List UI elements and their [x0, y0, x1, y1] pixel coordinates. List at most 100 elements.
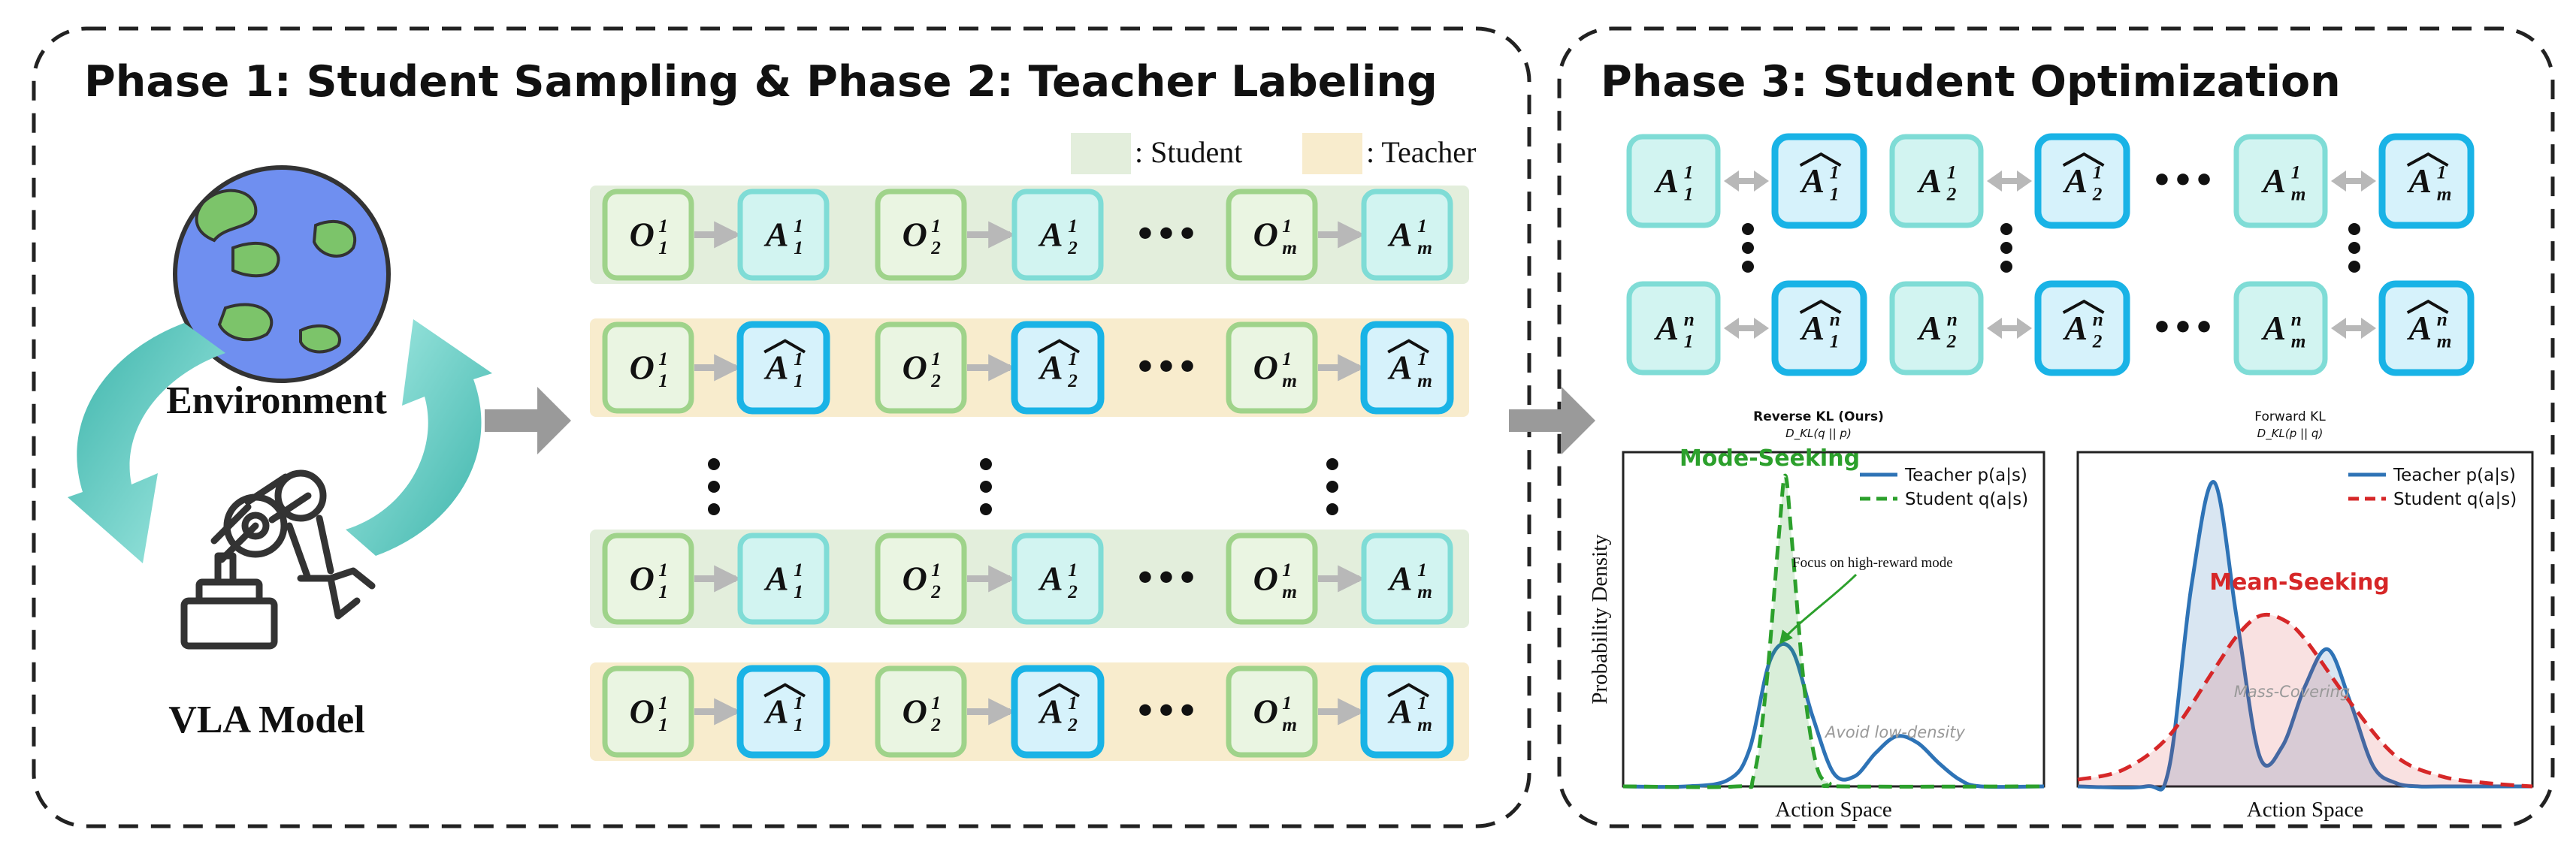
token-label-sub: 1 [658, 581, 668, 602]
legend-student-label: : Student [1135, 135, 1242, 169]
token-label-sub: m [1417, 581, 1432, 602]
pair-arrow-head-left [1987, 170, 2002, 192]
series-line-1 [1622, 473, 2045, 789]
teacher-token-label-sub: 2 [2092, 183, 2103, 204]
row-horizontal-ellipsis: ••• [1135, 560, 1198, 598]
teacher-token-label-hat [2062, 299, 2105, 315]
annotation-arrow [1779, 573, 1858, 644]
student-token-label-sup: n [1684, 309, 1695, 330]
student-action-token-box [2233, 134, 2328, 228]
teacher-token-label-hat [2406, 299, 2449, 315]
token-label: O [630, 216, 655, 254]
legend-label: Student q(a|s) [2393, 490, 2517, 509]
legend-label: Teacher p(a|s) [2393, 466, 2516, 485]
student-token-label-sub: 1 [1684, 330, 1694, 352]
teacher-token-label-hat [2062, 152, 2105, 167]
token-label-sub: m [1417, 714, 1432, 735]
x-axis-label: Action Space [1775, 798, 1891, 822]
token-label-sub: m [1417, 370, 1432, 391]
robot-arm-icon [180, 469, 376, 650]
token-label-sup: 1 [1417, 216, 1427, 237]
token-label-sup: 1 [1417, 349, 1427, 370]
pair-horizontal-ellipsis: ••• [2151, 309, 2215, 347]
token-label-sub: 2 [930, 581, 941, 602]
environment-globe-icon [173, 165, 391, 383]
token-label: A [1387, 560, 1413, 598]
annotation-mass-covering: Mass-Covering [2234, 683, 2350, 701]
token-label-sub: 2 [1067, 370, 1078, 391]
student-token-label: A [1653, 161, 1679, 200]
teacher-token-label: A [1799, 309, 1825, 347]
token-label: A [1387, 216, 1413, 254]
observation-token-box [602, 665, 694, 758]
teacher-token-label-sup: 1 [2093, 161, 2103, 183]
token-label: O [903, 349, 927, 387]
chart-title: Forward KL [2254, 409, 2326, 424]
student-token-label: A [1916, 309, 1942, 347]
teacher-token-label-sub: 2 [2092, 330, 2103, 352]
pair-horizontal-ellipsis: ••• [2151, 161, 2215, 200]
token-label-sup: 1 [931, 693, 941, 714]
token-label-sup: 1 [1417, 560, 1427, 581]
token-label-sub: 2 [1067, 714, 1078, 735]
observation-token-box [1226, 321, 1318, 414]
observation-token-box [602, 189, 694, 281]
token-label-sub: m [1417, 237, 1432, 258]
pair-arrow-head-right [1754, 170, 1769, 192]
legend-teacher-label: : Teacher [1366, 135, 1476, 169]
legend-teacher-swatch [1302, 133, 1362, 174]
token-label-sup: 1 [658, 349, 668, 370]
series-area-fill [2078, 481, 2532, 790]
observation-token-box [602, 533, 694, 625]
token-label-sup: 1 [658, 216, 668, 237]
teacher-token-label: A [1799, 161, 1825, 200]
series-line-0 [1622, 641, 2045, 789]
token-label-sub: 2 [1067, 237, 1078, 258]
annotation-mean-seeking: Mean-Seeking [2209, 569, 2390, 596]
student-token-label-sup: n [2291, 309, 2302, 330]
pair-arrow-head-left [1724, 318, 1739, 339]
teacher-token-label-sup: n [2093, 309, 2103, 330]
chart-subtitle: D_KL(q || p) [1785, 427, 1852, 441]
token-label-sup: 1 [658, 560, 668, 581]
teacher-token-label-sub: 1 [1830, 330, 1840, 352]
token-label: A [1387, 349, 1413, 387]
teacher-action-token-box [2378, 280, 2475, 376]
series-line-1 [2077, 612, 2533, 789]
token-label-sup: 1 [1068, 693, 1078, 714]
token-label: O [1253, 560, 1278, 598]
observation-token-box [875, 665, 967, 758]
token-label-sup: 1 [931, 216, 941, 237]
pair-arrow-head-left [2331, 170, 2346, 192]
token-label: O [1253, 693, 1278, 731]
student-action-token-box [2233, 281, 2328, 376]
token-label-hat [763, 683, 806, 698]
series-line-0 [2077, 480, 2532, 792]
legend-label: Student q(a|s) [1905, 490, 2028, 509]
vla-model-label: VLA Model [168, 699, 364, 741]
teacher-action-token-box [1360, 665, 1454, 759]
teacher-action-token-box [1771, 133, 1867, 229]
token-label-hat [1038, 683, 1081, 698]
token-label: O [1253, 216, 1278, 254]
observation-token-box [1226, 533, 1318, 625]
phase3-title: Phase 3: Student Optimization [1601, 57, 2341, 107]
token-label-sup: 1 [931, 560, 941, 581]
teacher-action-token-box [1360, 321, 1454, 415]
pair-vertical-ellipsis-icon [1742, 223, 2360, 273]
environment-label: Environment [166, 379, 387, 422]
token-label-sup: 1 [1282, 560, 1292, 581]
token-label: A [1038, 693, 1063, 731]
teacher-token-label: A [2406, 309, 2432, 347]
token-label: A [1038, 349, 1063, 387]
teacher-token-label-hat [2406, 152, 2449, 167]
teacher-action-token-box [736, 321, 830, 415]
